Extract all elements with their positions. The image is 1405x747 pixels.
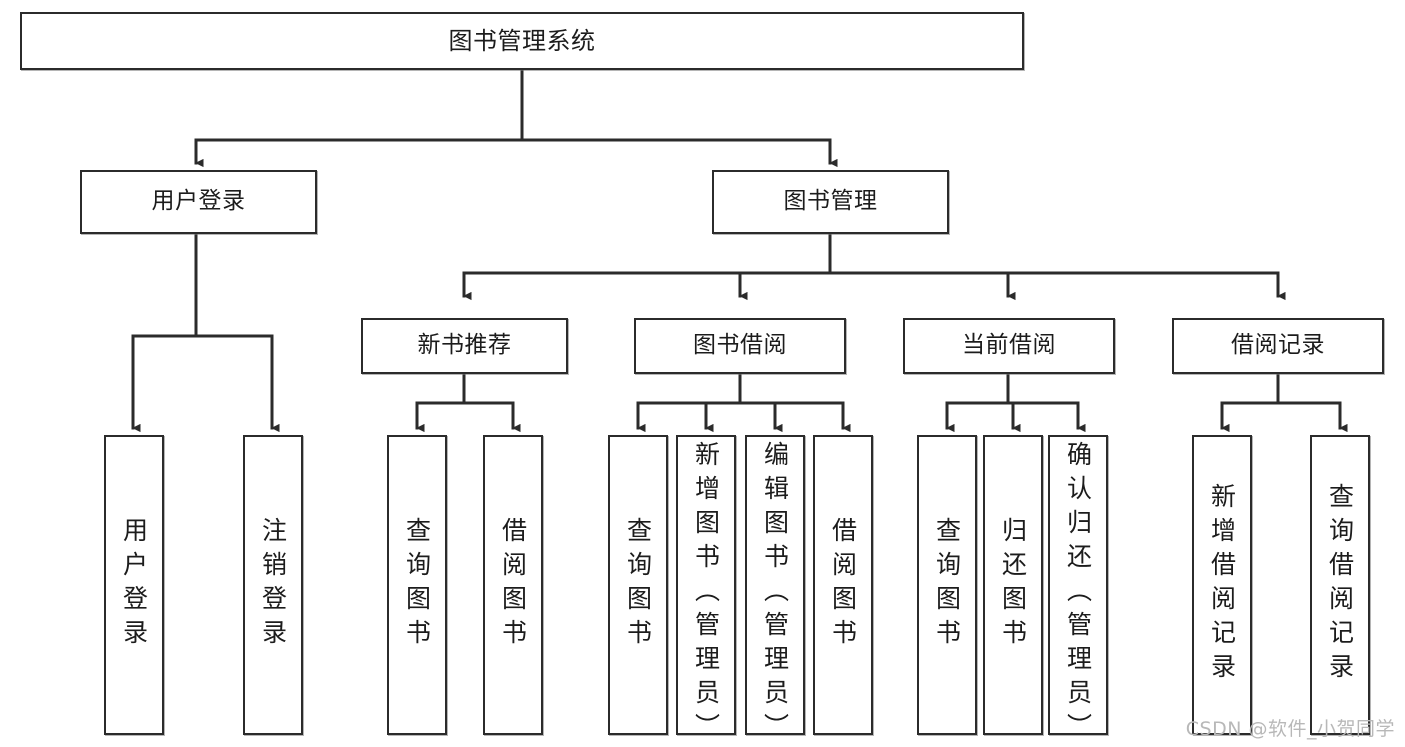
node-current-borrow-label: 当前借阅 (962, 332, 1056, 359)
node-leaf-add-book-label: 新增图书（管理员） (691, 441, 721, 747)
node-leaf-query-book-1-label: 查询图书 (402, 517, 432, 653)
node-book-manage[interactable]: 图书管理 (712, 170, 949, 234)
node-user-login[interactable]: 用户登录 (80, 170, 317, 234)
node-leaf-user-login-label: 用户登录 (119, 517, 149, 653)
node-leaf-borrow-book-2[interactable]: 借阅图书 (813, 435, 873, 735)
node-book-borrow-label: 图书借阅 (693, 332, 787, 359)
node-leaf-borrow-book-1[interactable]: 借阅图书 (483, 435, 543, 735)
node-leaf-user-login[interactable]: 用户登录 (104, 435, 164, 735)
node-leaf-add-record[interactable]: 新增借阅记录 (1192, 435, 1252, 735)
node-new-book-recommend-label: 新书推荐 (417, 332, 512, 359)
node-leaf-edit-book[interactable]: 编辑图书（管理员） (745, 435, 805, 747)
node-leaf-add-record-label: 新增借阅记录 (1207, 483, 1237, 687)
node-leaf-borrow-book-1-label: 借阅图书 (498, 517, 528, 653)
node-leaf-logout-login[interactable]: 注销登录 (243, 435, 303, 735)
node-leaf-confirm-return-label: 确认归还（管理员） (1063, 441, 1093, 747)
node-leaf-logout-login-label: 注销登录 (258, 517, 288, 653)
node-leaf-query-book-3[interactable]: 查询图书 (917, 435, 977, 735)
node-current-borrow[interactable]: 当前借阅 (903, 318, 1115, 374)
node-borrow-record[interactable]: 借阅记录 (1172, 318, 1384, 374)
node-leaf-query-record-label: 查询借阅记录 (1325, 483, 1355, 687)
node-leaf-query-book-2[interactable]: 查询图书 (608, 435, 668, 735)
node-borrow-record-label: 借阅记录 (1231, 332, 1325, 359)
node-root-system[interactable]: 图书管理系统 (20, 12, 1024, 70)
node-leaf-query-book-3-label: 查询图书 (932, 517, 962, 653)
node-book-borrow[interactable]: 图书借阅 (634, 318, 846, 374)
node-leaf-return-book[interactable]: 归还图书 (983, 435, 1043, 735)
node-leaf-borrow-book-2-label: 借阅图书 (828, 517, 858, 653)
node-leaf-confirm-return[interactable]: 确认归还（管理员） (1048, 435, 1108, 747)
node-leaf-return-book-label: 归还图书 (998, 517, 1028, 653)
node-leaf-add-book[interactable]: 新增图书（管理员） (676, 435, 736, 747)
csdn-watermark: CSDN @软件_小贺同学 (1185, 718, 1395, 740)
node-leaf-query-record[interactable]: 查询借阅记录 (1310, 435, 1370, 735)
node-leaf-edit-book-label: 编辑图书（管理员） (760, 441, 790, 747)
node-leaf-query-book-1[interactable]: 查询图书 (387, 435, 447, 735)
node-root-system-label: 图书管理系统 (448, 26, 596, 55)
node-book-manage-label: 图书管理 (783, 188, 878, 215)
node-leaf-query-book-2-label: 查询图书 (623, 517, 653, 653)
node-user-login-label: 用户登录 (151, 188, 246, 215)
node-new-book-recommend[interactable]: 新书推荐 (361, 318, 568, 374)
